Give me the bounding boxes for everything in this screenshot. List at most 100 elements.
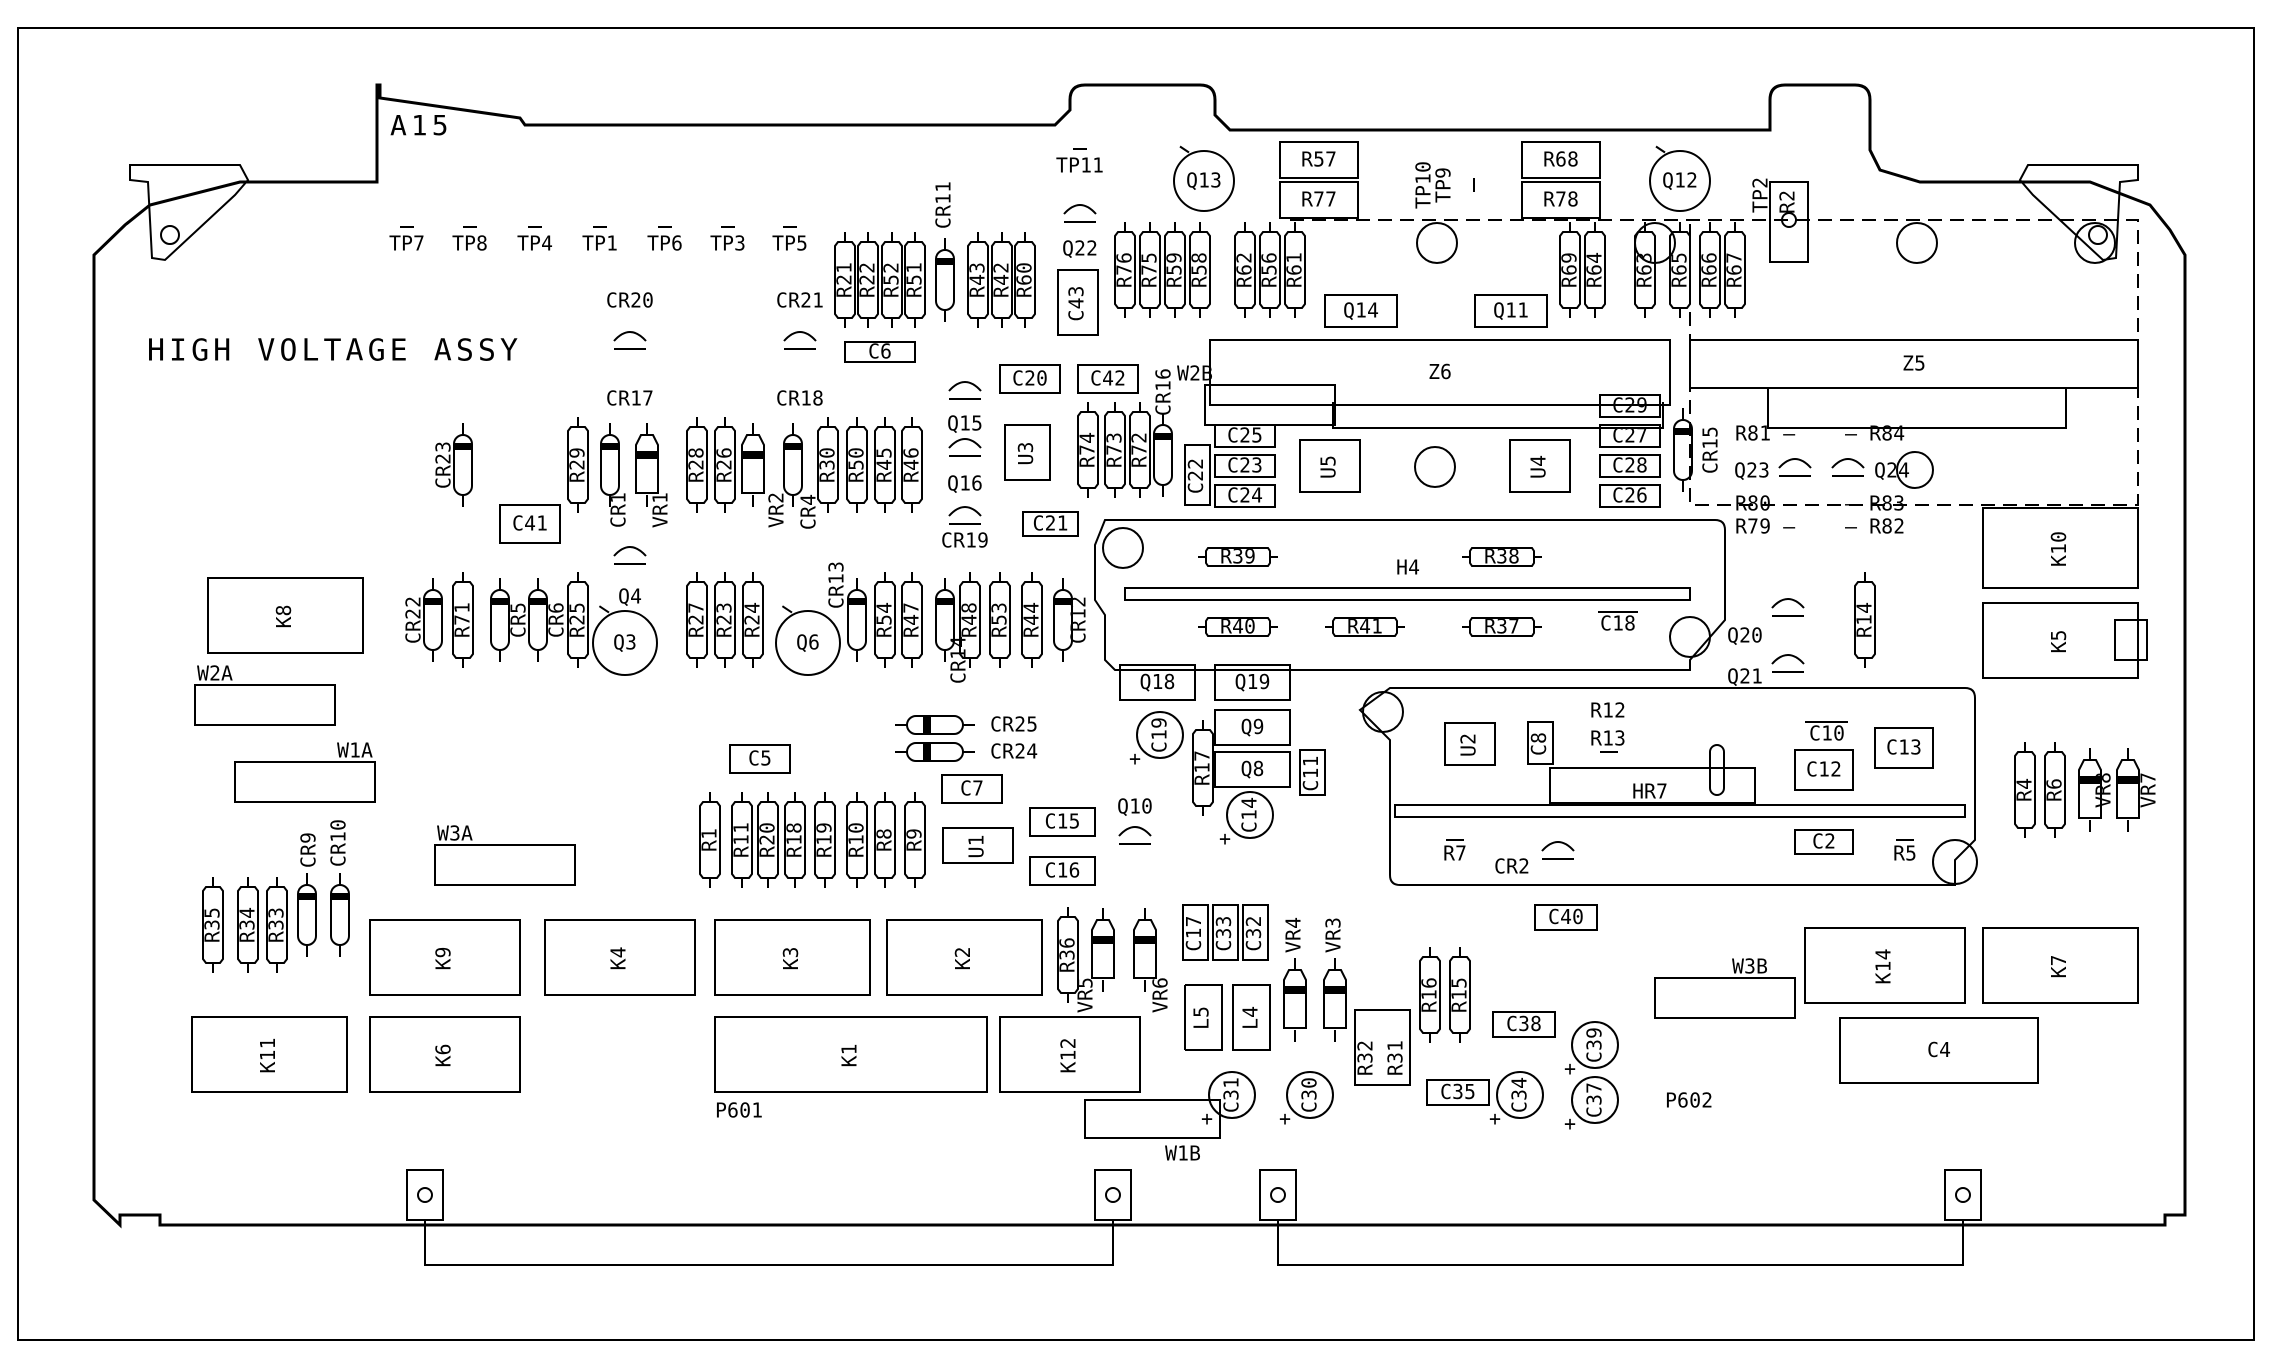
resistor-label: R50 <box>845 447 869 483</box>
relay-label: K3 <box>779 946 803 970</box>
resistor-r14: R14 <box>1853 572 1877 668</box>
resistor-r76: R76 <box>1113 222 1137 318</box>
resistor-r26: R26 <box>713 417 737 513</box>
resistor-label: R28 <box>685 447 709 483</box>
resistor-r47: R47 <box>900 572 924 668</box>
zener-label: VR4 <box>1282 917 1306 953</box>
test-point-label: TP7 <box>389 232 425 256</box>
resistor-label: R31 <box>1384 1040 1408 1076</box>
resistor-r30: R30 <box>816 417 840 513</box>
resistor-r46: R46 <box>900 417 924 513</box>
resistor-r54: R54 <box>873 572 897 668</box>
transistor-cr17: CR17 <box>606 331 654 411</box>
ic-u1: U1 <box>942 827 1014 864</box>
resistor-label: R10 <box>845 822 869 858</box>
diode-cr11: CR11 <box>932 181 956 322</box>
capacitor-c40: C40 <box>1534 904 1598 931</box>
capacitor-label: C34 <box>1508 1077 1532 1113</box>
test-point-tp5: TP5 <box>772 226 808 256</box>
capacitor-label: C5 <box>748 747 772 771</box>
connector-label-p601: P601 <box>715 1099 763 1123</box>
transistor-label: Q18 <box>1139 670 1175 694</box>
resistor-r21: R21 <box>833 232 857 328</box>
transistor-label: Q21 <box>1727 665 1763 689</box>
polarity-mark: + <box>1564 1112 1576 1136</box>
resistor-r61: R61 <box>1283 222 1307 318</box>
resistor-label: R7 <box>1443 842 1467 866</box>
resistor-label: R25 <box>566 602 590 638</box>
resistor-r15: R15 <box>1448 947 1472 1043</box>
capacitor-label: C33 <box>1212 915 1236 951</box>
capacitor-label: C42 <box>1090 367 1126 391</box>
relay-label: K5 <box>2047 629 2071 653</box>
connector-label: W1A <box>337 739 373 763</box>
connector-label: W3A <box>437 822 473 846</box>
diode-cr16: CR16 <box>1152 368 1176 497</box>
relay-label: K8 <box>272 604 296 628</box>
test-point-label: TP1 <box>582 232 618 256</box>
resistor-label: R14 <box>1853 602 1877 638</box>
capacitor-c5: C5 <box>729 744 791 774</box>
capacitor-c35: C35 <box>1426 1079 1490 1106</box>
transistor-q4: Q4 <box>613 546 647 609</box>
component-label: Z5 <box>1902 352 1926 376</box>
resistor-r75: R75 <box>1138 222 1162 318</box>
capacitor-label: C32 <box>1242 915 1266 951</box>
capacitor-c27: C27 <box>1599 424 1661 448</box>
transistor-cr19: CR19 <box>941 506 989 553</box>
diode-label: CR4 <box>797 494 821 530</box>
transistor-label: CR17 <box>606 387 654 411</box>
resistor-r58: R58 <box>1188 222 1212 318</box>
resistor-label: R36 <box>1056 937 1080 973</box>
resistor-label: R56 <box>1258 252 1282 288</box>
mounting-hole <box>1896 451 1934 489</box>
diode-cr1: CR1 <box>600 423 631 528</box>
resistor-label: R59 <box>1163 252 1187 288</box>
resistor-r9: R9 <box>903 792 927 888</box>
transistor-label: Q13 <box>1186 169 1222 193</box>
diode-label: CR10 <box>327 819 351 867</box>
polarity-mark: + <box>1489 1107 1501 1131</box>
resistor-r60: R60 <box>1013 232 1037 328</box>
resistor-r52: R52 <box>880 232 904 328</box>
resistor-r57: R57 <box>1279 141 1359 179</box>
resistor-label: R16 <box>1418 977 1442 1013</box>
resistor-label: R64 <box>1583 252 1607 288</box>
zener-vr2: VR2 <box>741 423 789 528</box>
relay-label: K7 <box>2047 954 2071 978</box>
capacitor-label: C28 <box>1612 454 1648 478</box>
resistor-label: R6 <box>2043 778 2067 802</box>
resistor-label: R23 <box>713 602 737 638</box>
diode-cr24: CR24 <box>895 740 1038 764</box>
connector-label: W3B <box>1732 955 1768 979</box>
resistor-label: R20 <box>756 822 780 858</box>
mounting-ear-right <box>2018 164 2139 262</box>
capacitor-label: C8 <box>1527 732 1551 756</box>
resistor-r2: R2 <box>1769 181 1809 263</box>
resistor-label: R9 <box>903 828 927 852</box>
resistor-label: R43 <box>966 262 990 298</box>
resistor-label: R63 <box>1633 252 1657 288</box>
diode-cr23: CR23 <box>432 423 473 507</box>
capacitor-label: C12 <box>1806 758 1842 782</box>
resistor-label: R12 <box>1590 699 1626 723</box>
diode-label: CR2 <box>1494 855 1530 879</box>
resistor-label: R17 <box>1191 750 1215 786</box>
diode-cr22: CR22 <box>402 578 443 662</box>
resistor-label: R71 <box>451 602 475 638</box>
resistor-label: R79 — <box>1735 515 1796 539</box>
capacitor-c6: C6 <box>844 340 916 364</box>
polarity-mark: + <box>1564 1057 1576 1081</box>
transistor-label: CR19 <box>941 529 989 553</box>
resistor-r39: R39 <box>1198 545 1278 569</box>
diode-label: CR5 <box>507 602 531 638</box>
connector-label: W2B <box>1177 362 1213 386</box>
zener-label: VR5 <box>1074 977 1098 1013</box>
mounting-ear-left <box>129 164 250 262</box>
relay-label: K4 <box>607 946 631 970</box>
connector-label: W2A <box>197 662 233 686</box>
resistor-r41: R41 <box>1325 615 1405 639</box>
resistor-r48: R48 <box>958 572 982 668</box>
transistor-label: Q4 <box>618 585 642 609</box>
